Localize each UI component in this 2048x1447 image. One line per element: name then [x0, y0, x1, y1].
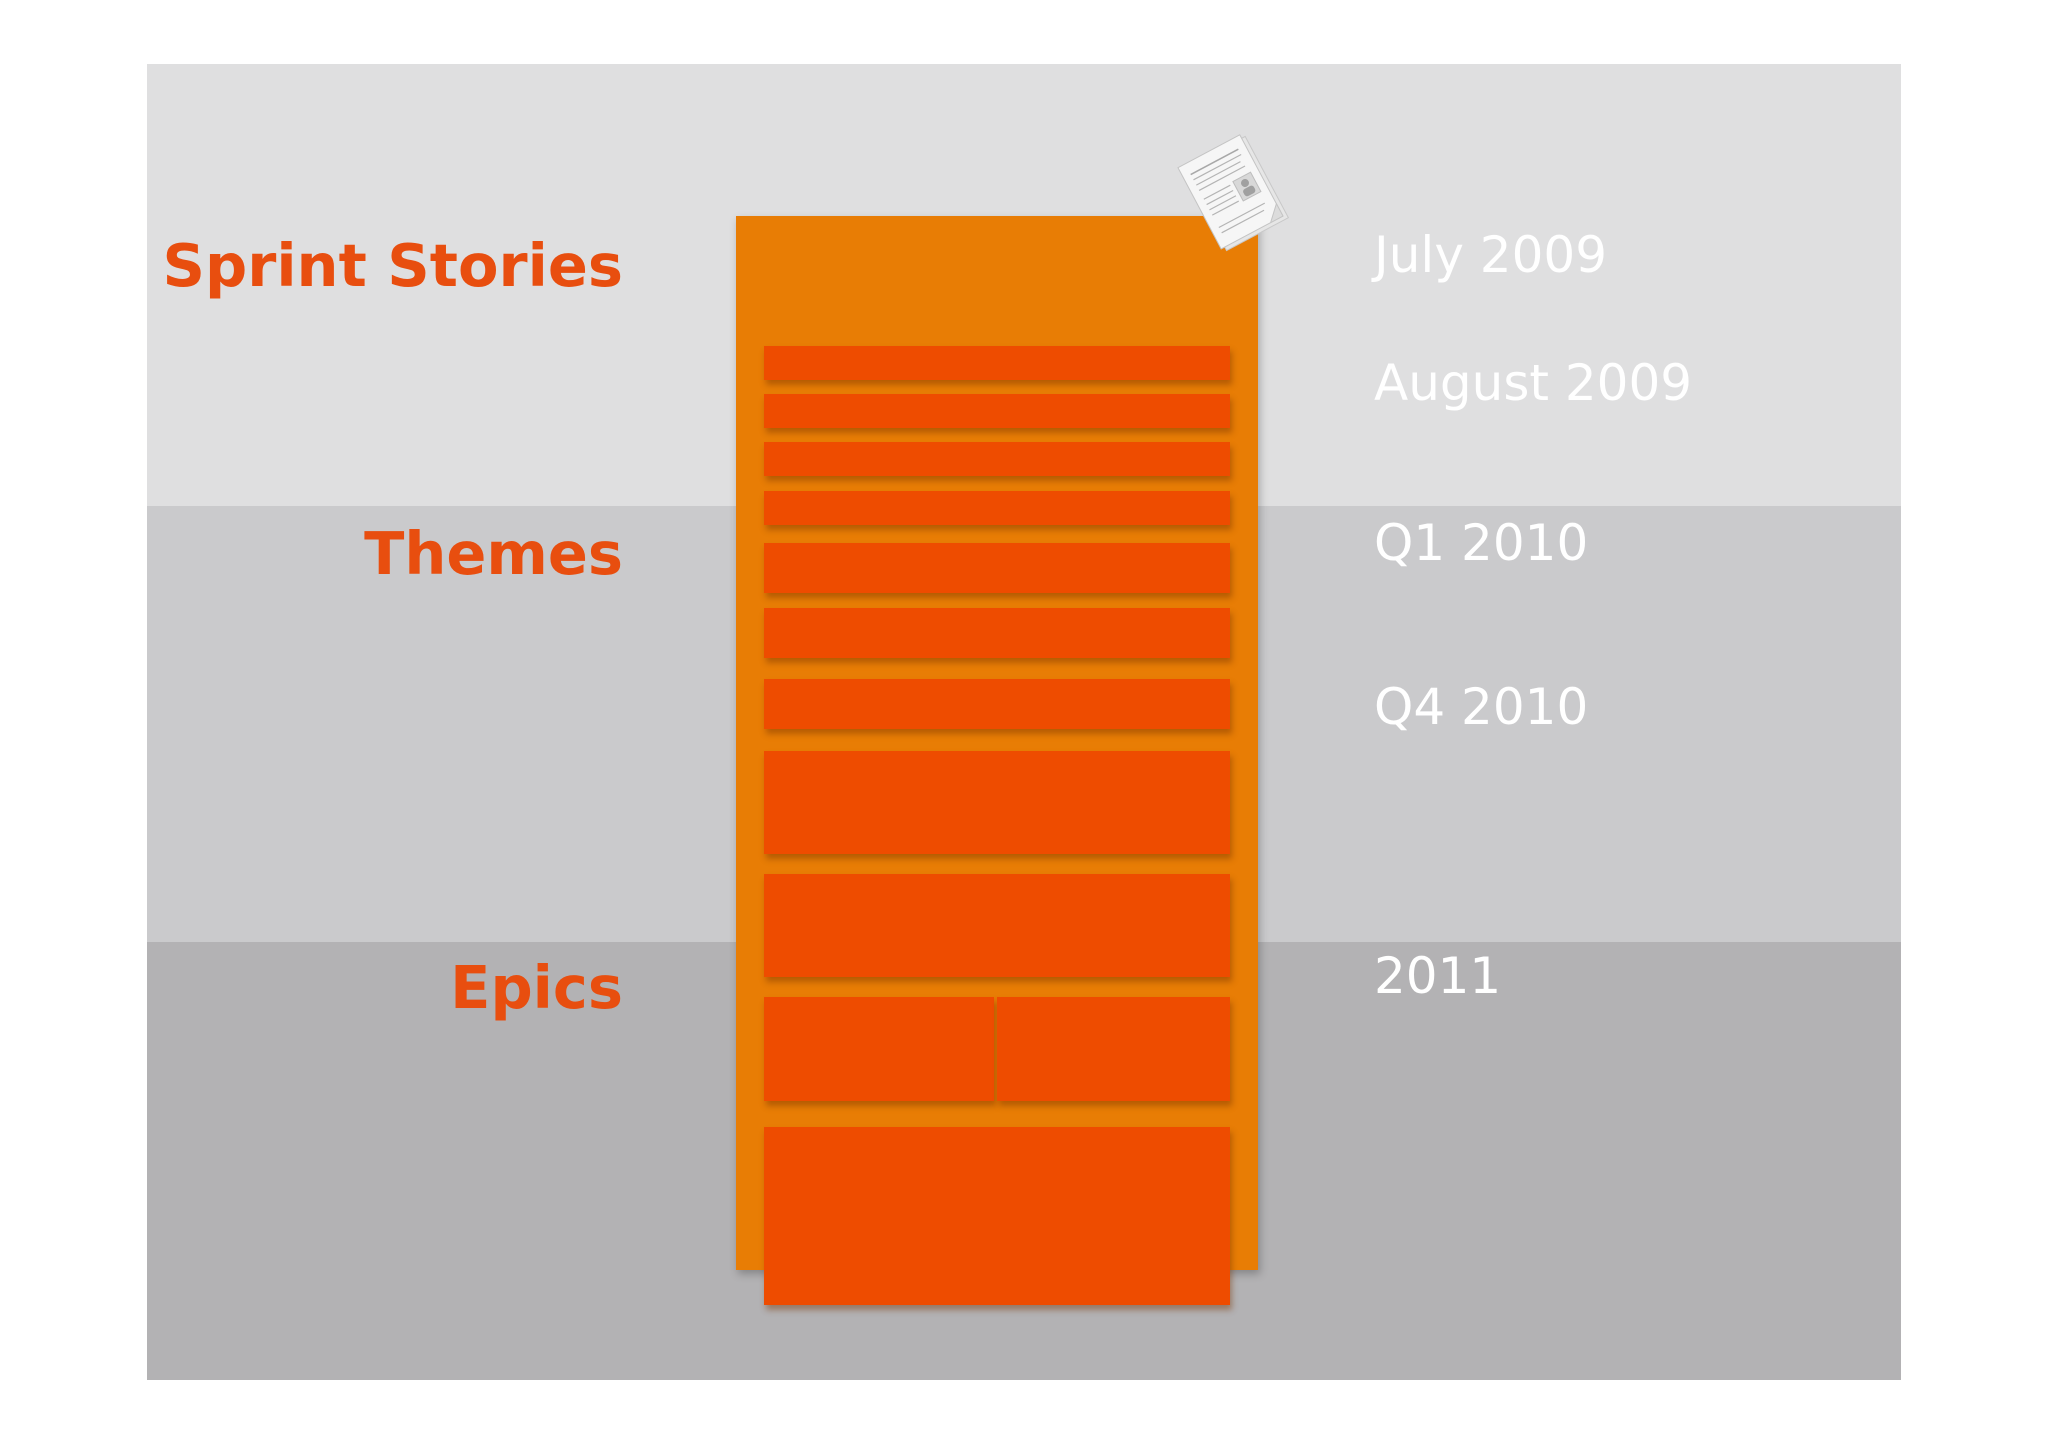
epics-label: Epics	[450, 953, 623, 1022]
epic-item	[764, 1127, 1230, 1305]
themes-label: Themes	[364, 519, 623, 588]
product-backlog	[736, 216, 1258, 1305]
date-august-2009: August 2009	[1374, 354, 1693, 412]
date-q4-2010: Q4 2010	[1374, 678, 1589, 736]
story-item	[764, 346, 1230, 380]
date-july-2009: July 2009	[1374, 226, 1608, 284]
date-2011: 2011	[1374, 947, 1502, 1005]
theme-item	[764, 751, 1230, 854]
story-item	[764, 491, 1230, 525]
epic-item	[764, 997, 994, 1101]
document-icon	[1177, 134, 1290, 252]
sprint-stories-label: Sprint Stories	[162, 231, 623, 300]
theme-item	[764, 608, 1230, 658]
story-item	[764, 394, 1230, 428]
theme-item	[764, 874, 1230, 977]
slide: Sprint Stories Themes Epics July 2009 Au…	[147, 64, 1901, 1380]
date-q1-2010: Q1 2010	[1374, 514, 1589, 572]
story-item	[764, 442, 1230, 476]
theme-item	[764, 679, 1230, 729]
epic-item	[997, 997, 1230, 1101]
theme-item	[764, 543, 1230, 593]
